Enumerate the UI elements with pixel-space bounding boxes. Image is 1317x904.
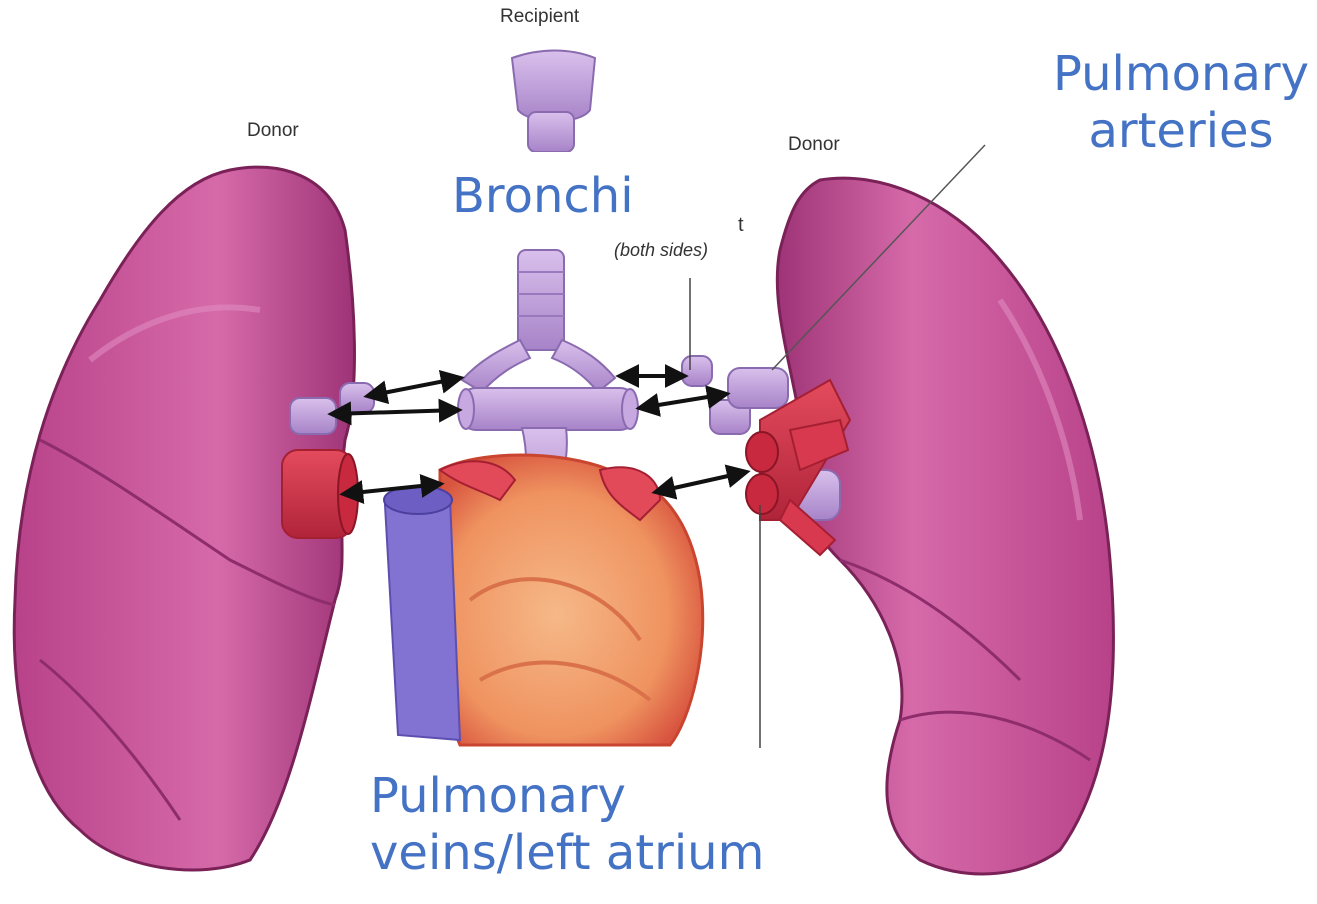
pulmonary-arteries-callout: Pulmonary arteries: [1053, 46, 1309, 159]
arrow-right-atrium: [656, 472, 746, 492]
heart: [436, 455, 703, 745]
recipient-label: Recipient: [500, 6, 579, 28]
pulmonary-arteries-line-2: arteries: [1053, 103, 1309, 160]
recipient-trachea: [462, 250, 615, 392]
bronchi-callout: Bronchi: [452, 168, 634, 225]
both-sides-label: (both sides): [614, 240, 708, 261]
right-donor-pulmonary-artery: [728, 368, 788, 408]
right-donor-label: Donor: [788, 134, 840, 156]
recipient-larynx: [512, 51, 595, 153]
pulmonary-arteries-line-1: Pulmonary: [1053, 46, 1309, 103]
arrow-left-bronchus: [368, 378, 460, 396]
pulmonary-veins-line-1: Pulmonary: [370, 768, 764, 825]
left-donor-label: Donor: [247, 120, 299, 142]
partial-label: t: [738, 214, 744, 237]
vena-cava: [384, 486, 460, 740]
pulmonary-veins-callout: Pulmonary veins/left atrium: [370, 768, 764, 881]
pulmonary-veins-line-2: veins/left atrium: [370, 825, 764, 882]
